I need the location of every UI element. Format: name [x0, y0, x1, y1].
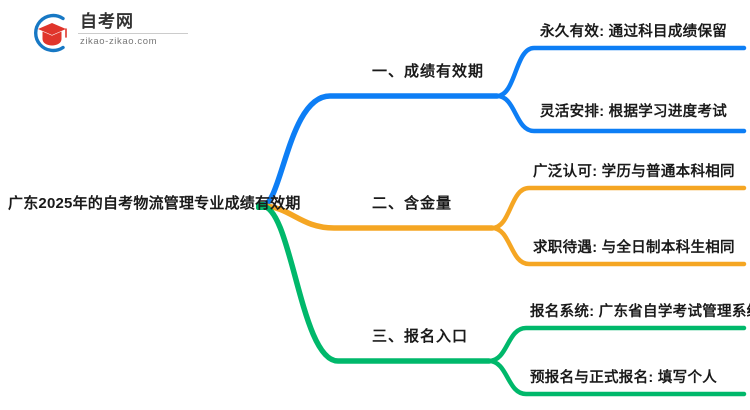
- logo-divider: [78, 33, 188, 34]
- leaf-node-2-1-label[interactable]: 广泛认可: 学历与普通本科相同: [533, 164, 735, 180]
- branch-3-child-1-link: [486, 325, 747, 364]
- logo-mark-icon: [34, 13, 67, 53]
- root-node-label[interactable]: 广东2025年的自考物流管理专业成绩有效期: [8, 195, 301, 212]
- branch-1-trunk: [259, 93, 500, 209]
- logo-name-cn: 自考网: [80, 12, 134, 31]
- branch-node-2-label[interactable]: 二、含金量: [372, 195, 453, 212]
- branch-1-child-1-link: [494, 45, 747, 99]
- site-logo: 自考网 zikao-zikao.com: [30, 10, 190, 56]
- leaf-node-1-2-label[interactable]: 灵活安排: 根据学习进度考试: [540, 104, 728, 120]
- logo-text: 自考网 zikao-zikao.com: [78, 12, 190, 47]
- logo-domain: zikao-zikao.com: [80, 36, 158, 47]
- branch-node-3-label[interactable]: 三、报名入口: [372, 328, 469, 345]
- leaf-node-2-2-label[interactable]: 求职待遇: 与全日制本科生相同: [533, 240, 735, 256]
- leaf-node-1-1-label[interactable]: 永久有效: 通过科目成绩保留: [540, 24, 728, 40]
- branch-node-1-label[interactable]: 一、成绩有效期: [372, 63, 485, 80]
- leaf-node-3-1-label[interactable]: 报名系统: 广东省自学考试管理系统: [530, 304, 750, 320]
- leaf-node-3-2-label[interactable]: 预报名与正式报名: 填写个人: [530, 370, 718, 386]
- branch-2-child-1-link: [489, 185, 747, 231]
